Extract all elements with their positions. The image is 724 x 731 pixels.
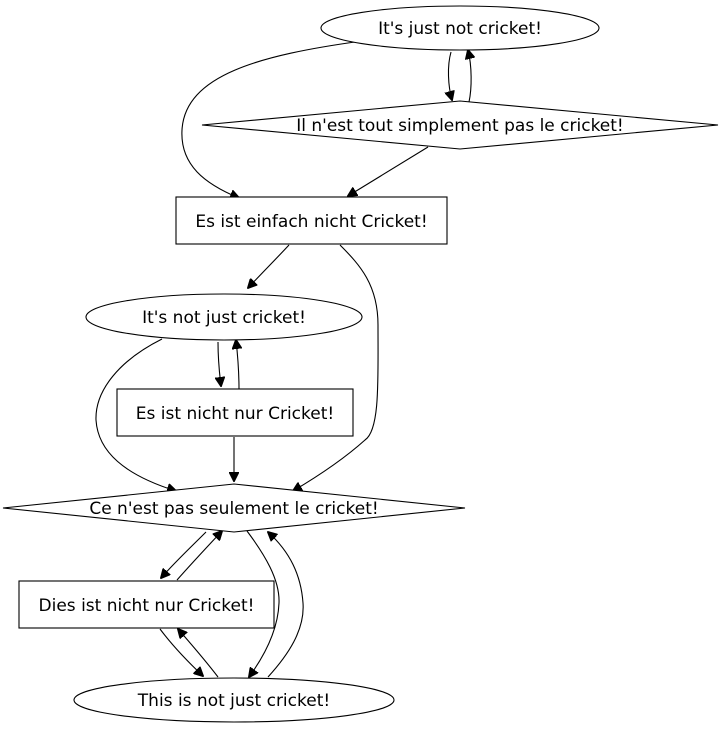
node-label: Il n'est tout simplement pas le cricket! <box>296 116 624 136</box>
edge-n5-to-n4 <box>236 340 239 390</box>
node-dies-ist-nicht-nur-cricket: Dies ist nicht nur Cricket! <box>18 580 275 629</box>
node-label: It's not just cricket! <box>142 308 306 328</box>
node-label: Dies ist nicht nur Cricket! <box>39 596 255 616</box>
edge-n8-to-n6 <box>268 532 304 678</box>
edge-n2-to-n1 <box>468 50 471 103</box>
edge-n3-to-n6 <box>293 244 379 491</box>
node-label: Es ist nicht nur Cricket! <box>136 404 334 424</box>
node-its-not-just-cricket: It's not just cricket! <box>85 293 363 341</box>
node-its-just-not-cricket: It's just not cricket! <box>320 5 600 51</box>
node-label: Ce n'est pas seulement le cricket! <box>89 499 378 519</box>
edge-n7-to-n6 <box>176 531 222 581</box>
edge-n6-to-n7 <box>161 531 207 578</box>
edge-n7-to-n8 <box>159 628 203 676</box>
nodes: It's just not cricket! Il n'est tout sim… <box>2 5 719 723</box>
edge-n4-to-n5 <box>218 341 221 386</box>
edges <box>95 40 471 678</box>
edge-n1-to-n2 <box>448 51 452 100</box>
edge-n8-to-n7 <box>178 629 219 678</box>
edge-n4-to-n6 <box>95 338 176 491</box>
node-ce-nest-pas-seulement: Ce n'est pas seulement le cricket! <box>2 483 466 533</box>
node-il-nest-tout-simplement: Il n'est tout simplement pas le cricket! <box>201 100 719 150</box>
edge-n2-to-n3 <box>348 146 429 196</box>
node-label: Es ist einfach nicht Cricket! <box>195 212 427 232</box>
node-es-ist-nicht-nur-cricket: Es ist nicht nur Cricket! <box>116 388 354 437</box>
edge-n3-to-n4 <box>248 244 290 288</box>
node-label: This is not just cricket! <box>137 691 330 711</box>
node-this-is-not-just-cricket: This is not just cricket! <box>73 677 395 723</box>
node-label: It's just not cricket! <box>378 19 542 39</box>
node-es-ist-einfach-nicht-cricket: Es ist einfach nicht Cricket! <box>175 196 448 245</box>
edge-n1-to-n3 <box>181 40 363 198</box>
edge-n6-to-n8 <box>246 530 280 677</box>
